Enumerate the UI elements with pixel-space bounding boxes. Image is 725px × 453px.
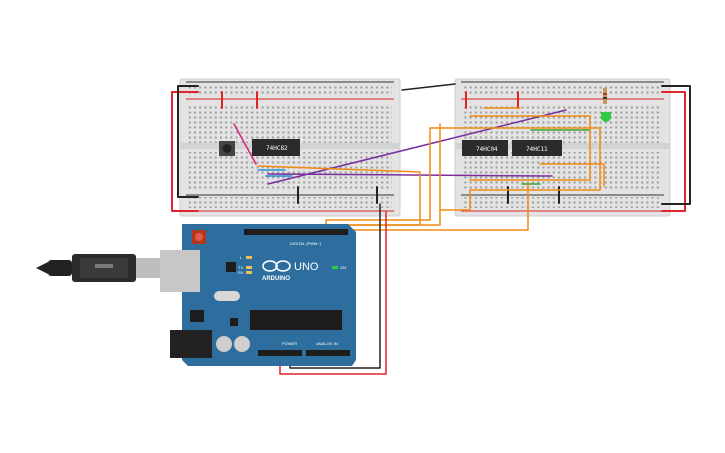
wire-red-right-loop <box>661 91 686 212</box>
pushbutton[interactable] <box>219 141 235 156</box>
chip-label-middle: 74HC04 <box>476 146 498 153</box>
chip-label-right: 74HC11 <box>526 146 548 153</box>
power-label: POWER <box>282 341 297 346</box>
wire-black-top <box>401 83 456 91</box>
analog-header <box>306 350 350 356</box>
arduino-model: UNO <box>294 261 319 273</box>
wire-orange-6 <box>539 163 605 187</box>
wire-orange-4 <box>469 115 591 181</box>
analog-label: ANALOG IN <box>316 341 338 346</box>
wire-red-left-loop <box>171 91 199 212</box>
digital-label: DIGITAL (PWM~) <box>290 241 322 246</box>
atmega-chip <box>250 310 342 330</box>
wire-orange-5 <box>429 127 601 211</box>
l-label: L <box>240 255 243 260</box>
wire-orange-2 <box>337 123 441 226</box>
breadboard-left[interactable] <box>179 78 401 217</box>
chip-74hc82: 74HC82 <box>252 139 300 156</box>
chip-label-left: 74HC82 <box>266 145 288 152</box>
usb-port <box>160 250 200 292</box>
wire-black-right-loop <box>661 85 691 205</box>
on-label: ON <box>340 265 346 270</box>
dc-jack <box>170 330 212 358</box>
arduino-brand: ARDUINO <box>262 276 290 282</box>
crystal <box>214 291 240 301</box>
breadboard-right[interactable] <box>454 78 671 217</box>
digital-header <box>244 229 348 235</box>
wire-black-left-loop <box>177 85 199 198</box>
arduino-uno[interactable]: UNO ARDUINO DIGITAL (PWM~) POWER ANALOG … <box>160 224 356 366</box>
wire-purple-1 <box>267 109 567 185</box>
led-green[interactable] <box>601 88 611 122</box>
chip-74hc11: 74HC11 <box>512 140 562 156</box>
wire-magenta <box>233 123 257 165</box>
usb-cable <box>36 254 160 282</box>
capacitor-1 <box>216 336 232 352</box>
capacitor-2 <box>234 336 250 352</box>
rx-label: RX <box>238 270 244 275</box>
power-header <box>258 350 302 356</box>
chip-74hc04: 74HC04 <box>462 140 508 156</box>
tx-label: TX <box>238 265 243 270</box>
arduino-logo-icon <box>262 260 291 272</box>
wire-purple-2 <box>267 173 553 177</box>
